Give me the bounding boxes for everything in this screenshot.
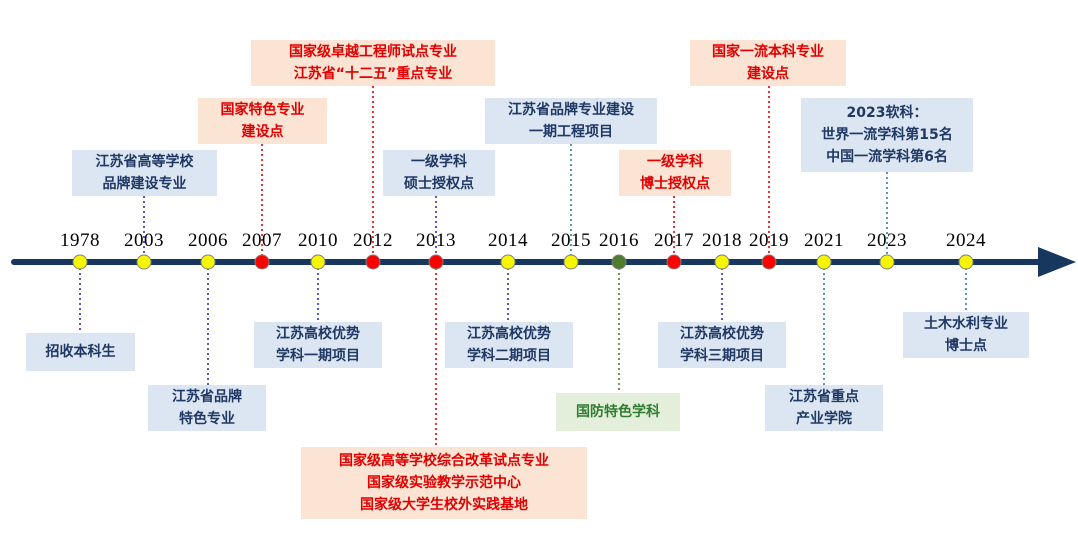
milestone-text: 2023软科： <box>846 105 928 121</box>
year-dot-2006 <box>200 254 216 270</box>
year-dot-2024 <box>958 254 974 270</box>
milestone-box-2014-below: 江苏高校优势学科二期项目 <box>445 322 573 368</box>
year-label-2015: 2015 <box>551 230 591 251</box>
milestone-text: 一级学科 <box>647 154 703 170</box>
milestone-text: 世界一流学科第15名 <box>821 127 953 143</box>
year-label-2019: 2019 <box>749 230 789 251</box>
milestone-box-2016-below: 国防特色学科 <box>556 393 680 431</box>
year-label-2018: 2018 <box>702 230 742 251</box>
year-dot-2023 <box>879 254 895 270</box>
milestone-text: 国家级高等学校综合改革试点专业 <box>339 453 549 469</box>
year-dot-2010 <box>310 254 326 270</box>
year-label-2023: 2023 <box>867 230 907 251</box>
year-label-2003: 2003 <box>124 230 164 251</box>
milestone-text: 博士授权点 <box>640 176 710 192</box>
milestone-text: 招收本科生 <box>45 344 116 360</box>
year-dot-1978 <box>72 254 88 270</box>
milestone-text: 江苏省重点 <box>789 389 859 405</box>
year-label-2024: 2024 <box>946 230 986 251</box>
milestone-box-2024-below: 土木水利专业博士点 <box>903 312 1029 358</box>
year-label-2006: 2006 <box>188 230 228 251</box>
milestone-box-2012-above: 国家级卓越工程师试点专业江苏省“十二五”重点专业 <box>251 40 495 86</box>
milestone-box-2010-below: 江苏高校优势学科一期项目 <box>254 322 382 368</box>
year-label-2007: 2007 <box>242 230 282 251</box>
milestone-text: 硕士授权点 <box>404 176 474 192</box>
milestone-text: 学科一期项目 <box>276 348 360 364</box>
milestone-text: 江苏高校优势 <box>276 326 360 342</box>
milestone-text: 土木水利专业 <box>924 316 1008 332</box>
year-label-2010: 2010 <box>298 230 338 251</box>
milestone-box-2003-above: 江苏省高等学校品牌建设专业 <box>72 150 217 196</box>
milestone-text: 国家一流本科专业 <box>712 44 824 60</box>
milestone-box-2007-above: 国家特色专业建设点 <box>198 98 327 144</box>
milestone-text: 博士点 <box>945 338 987 354</box>
milestone-text: 品牌建设专业 <box>102 176 187 192</box>
year-dot-2017 <box>666 254 682 270</box>
year-dot-2013 <box>428 254 444 270</box>
milestone-text: 江苏省品牌专业建设 <box>508 102 634 118</box>
milestone-box-2015-above: 江苏省品牌专业建设一期工程项目 <box>485 98 657 144</box>
milestone-text: 江苏省高等学校 <box>95 154 194 170</box>
milestone-text: 江苏高校优势 <box>467 326 551 342</box>
year-label-2012: 2012 <box>353 230 393 251</box>
milestone-text: 中国一流学科第6名 <box>826 149 948 165</box>
year-dot-2007 <box>254 254 270 270</box>
milestone-box-2021-below: 江苏省重点产业学院 <box>765 385 883 431</box>
milestone-text: 国防特色学科 <box>576 404 660 420</box>
milestone-text: 学科三期项目 <box>680 348 764 364</box>
milestone-box-2023-above: 2023软科： 世界一流学科第15名中国一流学科第6名 <box>801 98 973 172</box>
milestone-text: 国家级卓越工程师试点专业 <box>289 44 457 60</box>
year-dot-2016 <box>611 254 627 270</box>
milestone-text: 江苏高校优势 <box>680 326 764 342</box>
year-dot-2012 <box>365 254 381 270</box>
milestone-text: 一级学科 <box>411 154 467 170</box>
milestone-box-2006-below: 江苏省品牌特色专业 <box>148 385 266 431</box>
milestone-text: 国家级实验教学示范中心 <box>367 475 521 491</box>
milestone-text: 建设点 <box>241 124 284 140</box>
year-dot-2015 <box>563 254 579 270</box>
year-dot-2021 <box>816 254 832 270</box>
milestone-box-2013-above: 一级学科硕士授权点 <box>383 150 495 196</box>
year-dot-2014 <box>500 254 516 270</box>
milestone-box-2017-above: 一级学科博士授权点 <box>619 150 731 196</box>
milestone-box-2018-below: 江苏高校优势学科三期项目 <box>658 322 786 368</box>
milestone-box-2013-below: 国家级高等学校综合改革试点专业国家级实验教学示范中心国家级大学生校外实践基地 <box>301 447 587 519</box>
milestone-text: 国家特色专业 <box>220 102 305 118</box>
year-label-2013: 2013 <box>416 230 456 251</box>
milestone-text: 建设点 <box>747 66 789 82</box>
timeline-arrow-icon <box>1038 247 1076 277</box>
milestone-text: 特色专业 <box>179 411 235 427</box>
milestone-box-2019-above: 国家一流本科专业建设点 <box>690 40 846 86</box>
year-dot-2003 <box>136 254 152 270</box>
milestone-box-1978-below: 招收本科生 <box>26 333 135 371</box>
year-dot-2019 <box>761 254 777 270</box>
year-label-2021: 2021 <box>804 230 844 251</box>
milestone-text: 学科二期项目 <box>467 348 551 364</box>
year-label-2016: 2016 <box>599 230 639 251</box>
milestone-text: 江苏省“十二五”重点专业 <box>293 66 453 82</box>
year-label-2017: 2017 <box>654 230 694 251</box>
milestone-text: 产业学院 <box>796 411 852 427</box>
milestone-text: 国家级大学生校外实践基地 <box>360 497 528 513</box>
year-label-2014: 2014 <box>488 230 528 251</box>
year-label-1978: 1978 <box>60 230 100 251</box>
milestone-text: 江苏省品牌 <box>172 389 242 405</box>
year-dot-2018 <box>714 254 730 270</box>
milestone-text: 一期工程项目 <box>529 124 613 140</box>
